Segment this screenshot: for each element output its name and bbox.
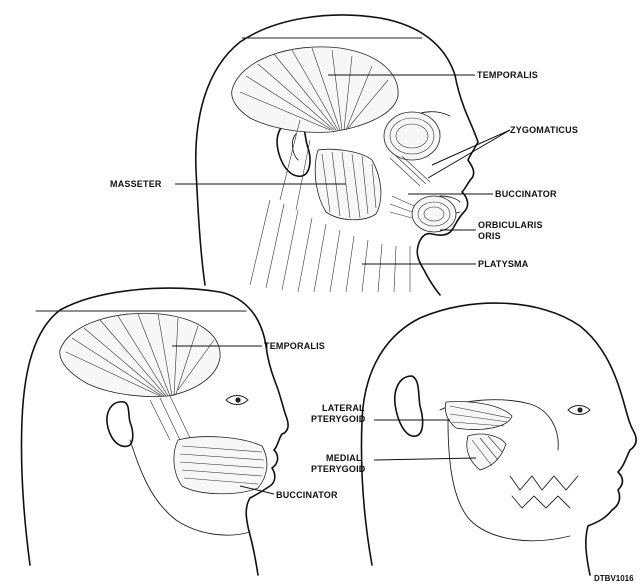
top-masseter-muscle — [315, 149, 381, 219]
top-orbital-muscles — [384, 112, 440, 186]
label-lower-right-lateral-1: LATERAL — [322, 403, 365, 413]
lower-right-skull-illustration: LATERAL PTERYGOID MEDIAL PTERYGOID — [311, 303, 636, 575]
figure-id-label: DTBV1016 — [594, 574, 634, 583]
leader-top-zygomaticus-1 — [432, 130, 510, 165]
lower-left-ear-outline — [107, 402, 133, 447]
lower-right-teeth — [510, 476, 578, 508]
leader-lower-right-medial-pterygoid — [374, 458, 476, 460]
label-top-temporalis: TEMPORALIS — [477, 70, 538, 80]
top-temporalis-muscle — [232, 47, 398, 133]
label-lower-right-medial-1: MEDIAL — [326, 453, 362, 463]
label-top-orbicularis-2: ORIS — [478, 231, 501, 241]
label-lower-right-medial-2: PTERYGOID — [311, 464, 366, 474]
top-mouth-muscles — [390, 196, 456, 232]
lower-left-head-illustration: TEMPORALIS BUCCINATOR — [21, 288, 337, 575]
lower-left-buccinator-muscle — [174, 437, 267, 494]
label-lower-left-buccinator: BUCCINATOR — [276, 490, 338, 500]
lower-right-lateral-pterygoid-muscle — [445, 402, 512, 430]
label-top-masseter: MASSETER — [110, 179, 162, 189]
label-lower-left-temporalis: TEMPORALIS — [264, 341, 325, 351]
label-top-orbicularis-1: ORBICULARIS — [478, 220, 543, 230]
label-lower-right-lateral-2: PTERYGOID — [311, 414, 366, 424]
top-head-illustration: TEMPORALIS ZYGOMATICUS MASSETER BUCCINAT… — [110, 15, 578, 295]
lower-right-medial-pterygoid-muscle — [467, 434, 506, 470]
lower-left-temporalis-muscle — [60, 313, 220, 396]
label-top-zygomaticus: ZYGOMATICUS — [510, 125, 578, 135]
label-top-platysma: PLATYSMA — [478, 259, 529, 269]
lower-right-ear-outline — [395, 376, 423, 436]
label-top-buccinator: BUCCINATOR — [495, 189, 557, 199]
